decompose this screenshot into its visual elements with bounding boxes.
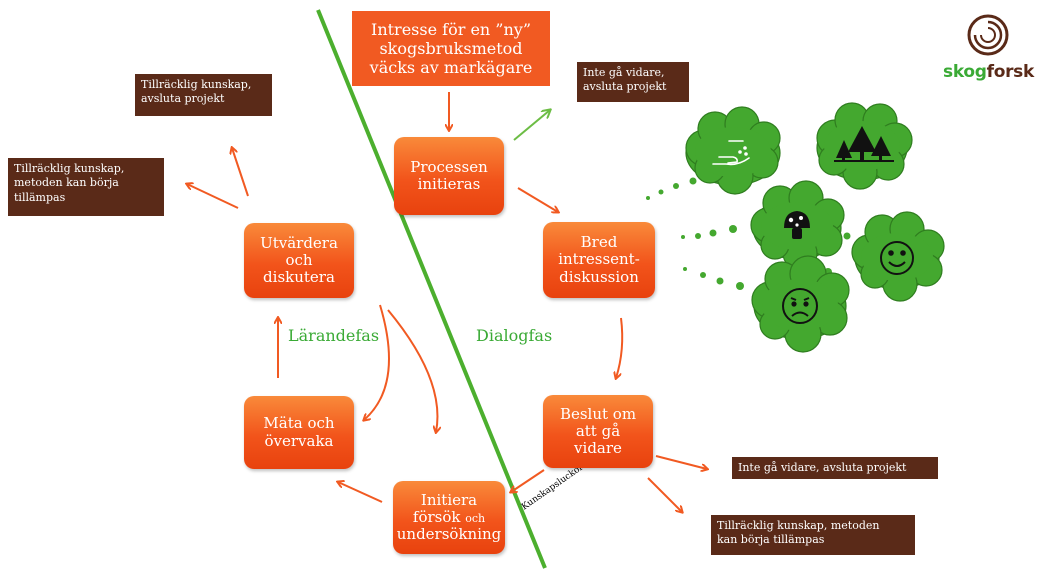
outcome-bottom-right-2-line2: kan börja tillämpas [717, 533, 825, 547]
smile-icon [880, 241, 914, 275]
bred-line2: intressent- [558, 250, 640, 269]
outcome-top-left-1-line2: avsluta projekt [141, 92, 225, 106]
initiera-line2b: och [465, 511, 486, 525]
outcome-bottom-right-2-line1: Tillräcklig kunskap, metoden [717, 519, 880, 532]
bred-line3: diskussion [559, 267, 639, 286]
utvardera-line2: och [285, 250, 313, 269]
skogforsk-logo-text: skogforsk [943, 62, 1034, 82]
mata-line1: Mäta och [263, 414, 335, 433]
mata-line2: övervaka [264, 431, 334, 450]
bred-line1: Bred [580, 233, 618, 252]
hand-water-icon [712, 140, 750, 166]
cycle-arrows [187, 92, 707, 512]
arrow-curve-back [364, 304, 390, 420]
outcome-top-left-2-line2: metoden kan börja [14, 176, 119, 190]
outcome-top-right: Inte gå vidare, avsluta projekt [577, 62, 689, 102]
initiera-line1: Initiera [420, 490, 478, 509]
gap-label: Kunskapsluckor [520, 462, 586, 512]
outcome-top-left-2-line1: Tillräcklig kunskap, [14, 162, 125, 175]
node-initiera: Initiera försök och undersökning [393, 481, 505, 554]
title-line2: skogsbruksmetod [379, 38, 523, 58]
arrow-beslut-to-initiera [511, 469, 545, 492]
outcome-top-right-line2: avsluta projekt [583, 80, 667, 94]
outcome-top-left-1: Tillräcklig kunskap, avsluta projekt [135, 74, 272, 116]
node-beslut: Beslut om att gå vidare [543, 395, 653, 468]
beslut-line2: att gå [575, 421, 621, 440]
outcome-bottom-right-2: Tillräcklig kunskap, metoden kan börja t… [711, 515, 915, 555]
title-box: Intresse för en ”ny” skogsbruksmetod väc… [352, 11, 550, 86]
forest-icon [834, 126, 894, 162]
node-bred: Bred intressent- diskussion [543, 222, 655, 298]
outcome-top-left-1-line1: Tillräcklig kunskap, [141, 78, 252, 91]
utvardera-line1: Utvärdera [260, 233, 338, 252]
arrow-processen-to-bred [517, 187, 558, 212]
processen-line1: Processen [410, 157, 488, 176]
arrow-initiera-to-mata [338, 482, 383, 503]
sad-face-icon [782, 288, 818, 324]
node-utvardera: Utvärdera och diskutera [244, 223, 354, 298]
mushroom-icon [784, 211, 810, 239]
logo-text-part2: forsk [986, 62, 1035, 82]
phase-label-right: Dialogfas [476, 326, 553, 345]
phase-divider-line [316, 9, 547, 569]
arrow-beslut-to-tillracklig [647, 477, 682, 512]
beslut-line3: vidare [574, 439, 622, 458]
node-mata: Mäta och övervaka [244, 396, 354, 469]
arrow-curve-down [387, 309, 437, 432]
title-line3: väcks av markägare [369, 58, 533, 78]
logo-text-part1: skog [943, 62, 987, 82]
beslut-line1: Beslut om [559, 404, 637, 423]
title-line1: Intresse för en ”ny” [371, 19, 531, 39]
arrow-utvardera-to-outcome2 [187, 184, 239, 209]
arrow-beslut-to-inte [655, 455, 707, 469]
arrow-processen-to-inte [513, 110, 550, 141]
outcome-top-left-2-line3: tillämpas [14, 190, 66, 204]
initiera-line3: undersökning [396, 525, 502, 544]
outcome-top-right-line1: Inte gå vidare, [583, 66, 665, 79]
outcome-bottom-right-1-line1: Inte gå vidare, avsluta projekt [738, 461, 907, 474]
utvardera-line3: diskutera [263, 268, 335, 287]
outcome-bottom-right-1: Inte gå vidare, avsluta projekt [732, 457, 938, 479]
phase-label-left: Lärandefas [288, 326, 380, 345]
processen-line2: initieras [417, 175, 481, 193]
initiera-line2a: försök [412, 507, 466, 526]
skogforsk-logo-mark [967, 14, 1009, 56]
arrow-utvardera-to-outcome1 [232, 148, 249, 197]
outcome-top-left-2: Tillräcklig kunskap, metoden kan börja t… [8, 158, 164, 216]
arrow-bred-to-beslut [616, 317, 624, 378]
node-processen: Processen initieras [394, 137, 504, 215]
